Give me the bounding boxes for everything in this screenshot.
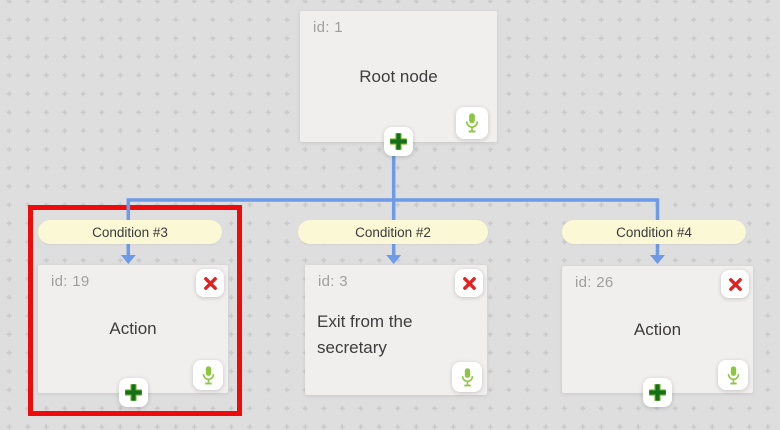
node-26-voice-input-button[interactable] [718, 360, 748, 390]
node-root-title: Root node [359, 66, 438, 86]
node-26-add-child-button[interactable] [643, 378, 672, 407]
node-26-title: Action [633, 319, 682, 339]
node-3-title: Exit from the secretary [317, 312, 413, 357]
microphone-icon [461, 367, 473, 386]
x-icon [728, 277, 742, 291]
condition-badge-right[interactable]: Condition #4 [562, 220, 746, 244]
plus-icon [649, 384, 666, 401]
node-19-id-label: id: 19 [51, 273, 90, 290]
node-19-title: Action [109, 319, 157, 338]
node-19-voice-input-button[interactable] [193, 360, 223, 390]
node-19-add-child-button[interactable] [118, 378, 148, 407]
plus-icon [124, 384, 142, 401]
microphone-icon [202, 365, 214, 384]
node-3-delete-button[interactable] [455, 269, 483, 297]
root-voice-input-button[interactable] [456, 107, 488, 139]
node-action-26[interactable]: id: 26 Action [562, 266, 753, 407]
node-root-id-label: id: 1 [313, 19, 343, 36]
x-icon [203, 276, 217, 290]
condition-badge-middle[interactable]: Condition #2 [298, 220, 488, 244]
node-3-id-label: id: 3 [318, 273, 348, 290]
microphone-icon [465, 113, 479, 133]
arrowhead-middle-icon [386, 255, 402, 264]
node-26-delete-button[interactable] [721, 270, 749, 298]
node-exit-3[interactable]: id: 3 Exit from the secretary [305, 265, 487, 395]
condition-badge-left[interactable]: Condition #3 [38, 220, 222, 244]
plus-icon [390, 133, 407, 150]
node-26-id-label: id: 26 [575, 274, 614, 291]
node-root[interactable]: id: 1 Root node [300, 11, 497, 156]
root-add-child-button[interactable] [384, 127, 413, 156]
node-action-19[interactable]: id: 19 Action [38, 265, 228, 407]
node-3-voice-input-button[interactable] [452, 362, 482, 392]
x-icon [462, 276, 476, 290]
microphone-icon [727, 365, 739, 384]
node-19-delete-button[interactable] [196, 269, 224, 297]
arrowhead-right-icon [650, 255, 665, 264]
